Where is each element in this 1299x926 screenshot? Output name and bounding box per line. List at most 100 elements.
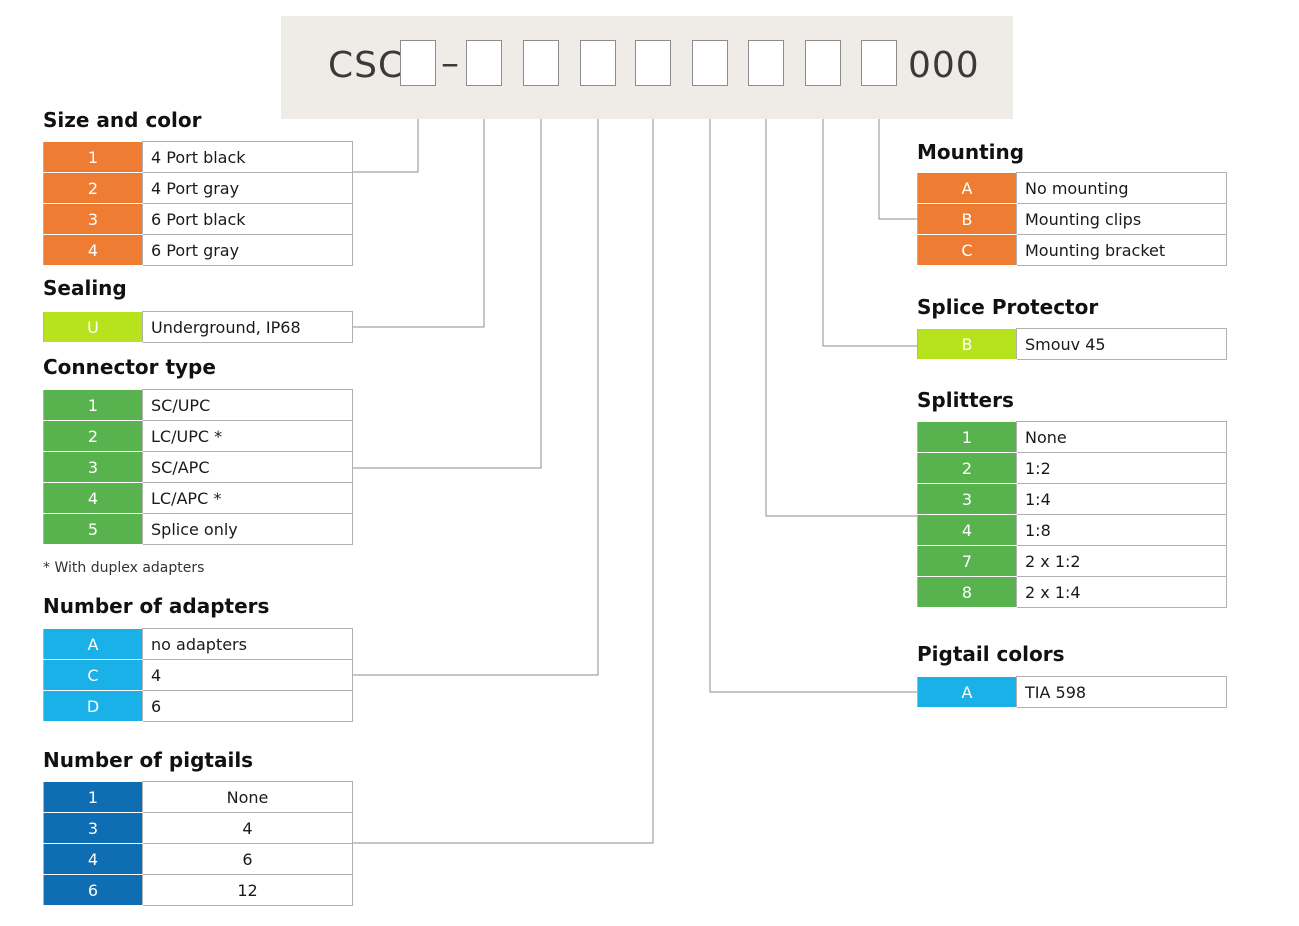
option-code: C (917, 234, 1017, 266)
option-code: 6 (43, 874, 143, 906)
option-label: Underground, IP68 (142, 311, 353, 343)
option-code: A (917, 676, 1017, 708)
option-code: A (43, 628, 143, 660)
code-slot-sealing (466, 40, 502, 86)
option-code: 7 (917, 545, 1017, 577)
code-slot-splice (805, 40, 841, 86)
code-slot-connector (523, 40, 559, 86)
code-slot-splitters (748, 40, 784, 86)
option-code: 3 (43, 812, 143, 844)
option-label: LC/UPC * (142, 420, 353, 452)
mounting-title: Mounting (917, 140, 1025, 164)
splitters-title: Splitters (917, 388, 1014, 412)
option-code: 3 (43, 451, 143, 483)
option-label: None (142, 781, 353, 813)
size-title: Size and color (43, 108, 202, 132)
option-code: C (43, 659, 143, 691)
code-slot-pigtail-colors (692, 40, 728, 86)
option-code: 4 (43, 482, 143, 514)
option-label: 1:4 (1016, 483, 1227, 515)
connector-title: Connector type (43, 355, 216, 379)
code-slot-size (400, 40, 436, 86)
code-slot-pigtails (635, 40, 671, 86)
option-label: Splice only (142, 513, 353, 545)
option-label: 6 Port gray (142, 234, 353, 266)
option-label: 12 (142, 874, 353, 906)
option-label: 4 (142, 812, 353, 844)
option-code: 5 (43, 513, 143, 545)
option-code: 8 (917, 576, 1017, 608)
code-suffix: 000 (908, 45, 980, 86)
option-label: 4 Port gray (142, 172, 353, 204)
option-code: 3 (43, 203, 143, 235)
code-slot-mounting (861, 40, 897, 86)
option-label: no adapters (142, 628, 353, 660)
option-label: 1:8 (1016, 514, 1227, 546)
wire-splitters (765, 94, 917, 517)
option-code: U (43, 311, 143, 343)
splice-title: Splice Protector (917, 295, 1099, 319)
option-label: LC/APC * (142, 482, 353, 514)
wire-connector (352, 94, 542, 469)
option-code: 4 (43, 843, 143, 875)
option-label: 6 Port black (142, 203, 353, 235)
wire-pigtail-colors (709, 94, 917, 693)
option-code: 1 (43, 141, 143, 173)
option-label: 6 (142, 690, 353, 722)
wire-splice (822, 94, 917, 347)
option-code: 2 (43, 172, 143, 204)
connector-footnote: * With duplex adapters (43, 560, 205, 576)
option-code: 2 (917, 452, 1017, 484)
option-label: SC/APC (142, 451, 353, 483)
option-label: None (1016, 421, 1227, 453)
option-code: A (917, 172, 1017, 204)
option-label: 4 (142, 659, 353, 691)
option-code: 1 (43, 781, 143, 813)
wire-sealing (352, 94, 485, 328)
option-label: Smouv 45 (1016, 328, 1227, 360)
option-code: 2 (43, 420, 143, 452)
option-label: Mounting clips (1016, 203, 1227, 235)
option-label: SC/UPC (142, 389, 353, 421)
code-dash: – (441, 43, 460, 84)
option-code: D (43, 690, 143, 722)
code-slot-adapters (580, 40, 616, 86)
code-prefix: CSC (328, 45, 405, 86)
option-label: 2 x 1:2 (1016, 545, 1227, 577)
option-code: B (917, 203, 1017, 235)
